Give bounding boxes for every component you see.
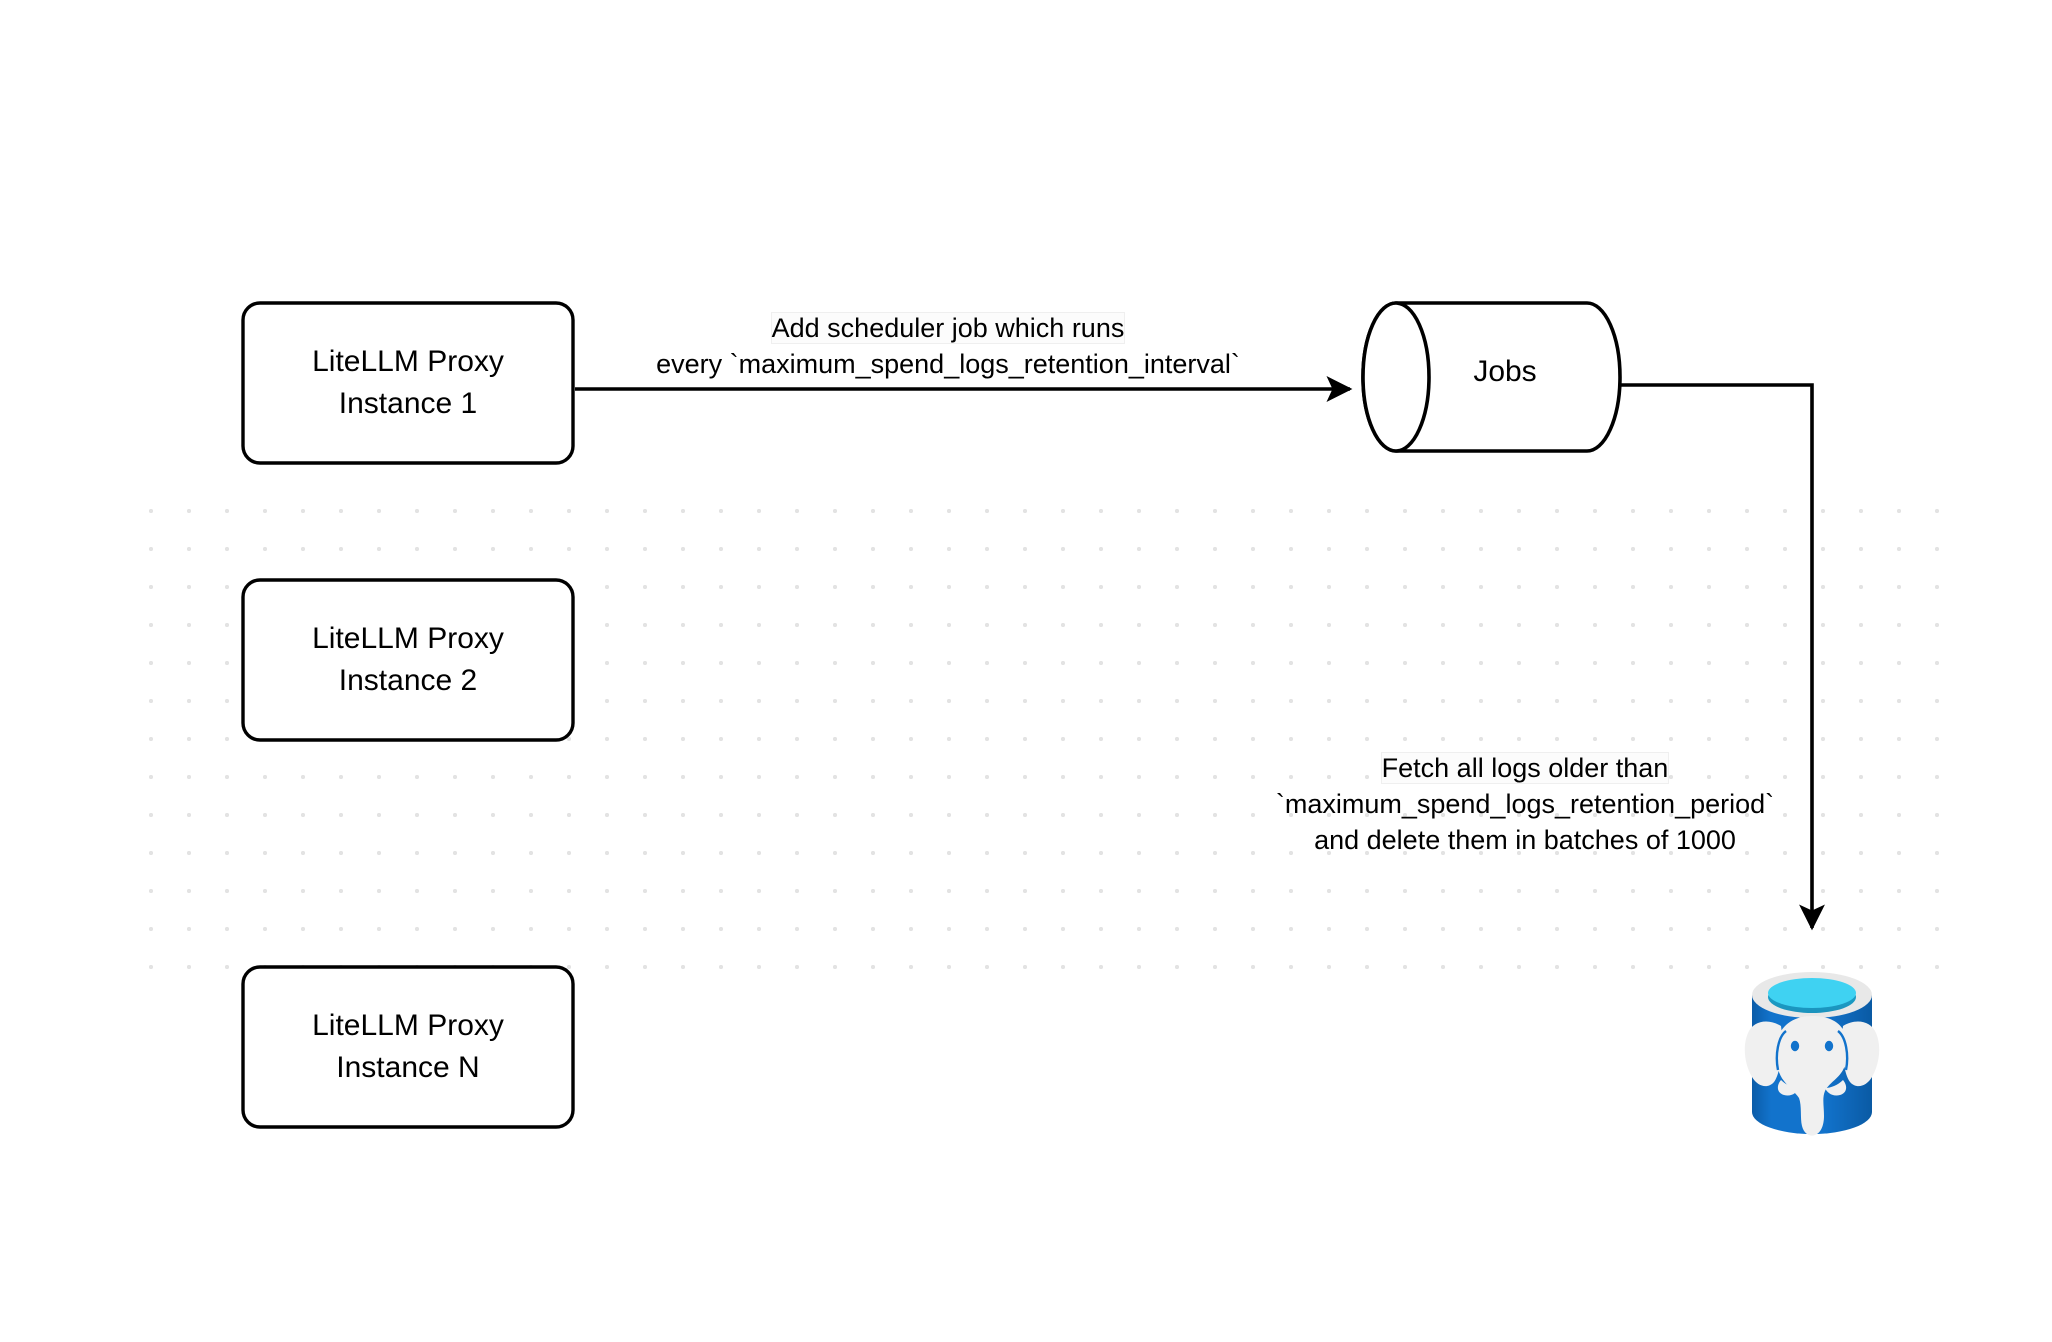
node-litellm-proxy-instance-n[interactable] <box>241 965 575 1129</box>
node-litellm-proxy-instance-1[interactable] <box>241 301 575 465</box>
postgres-elephant-ear-lines <box>1775 1030 1849 1071</box>
node-litellm-proxy-instance-2[interactable] <box>241 578 575 742</box>
postgres-database-icon[interactable] <box>1744 972 1880 1136</box>
node-jobs-queue[interactable] <box>1361 301 1622 453</box>
edge-jobs-to-postgres-line <box>1620 383 1825 931</box>
postgres-elephant-eyes <box>1790 1040 1834 1052</box>
